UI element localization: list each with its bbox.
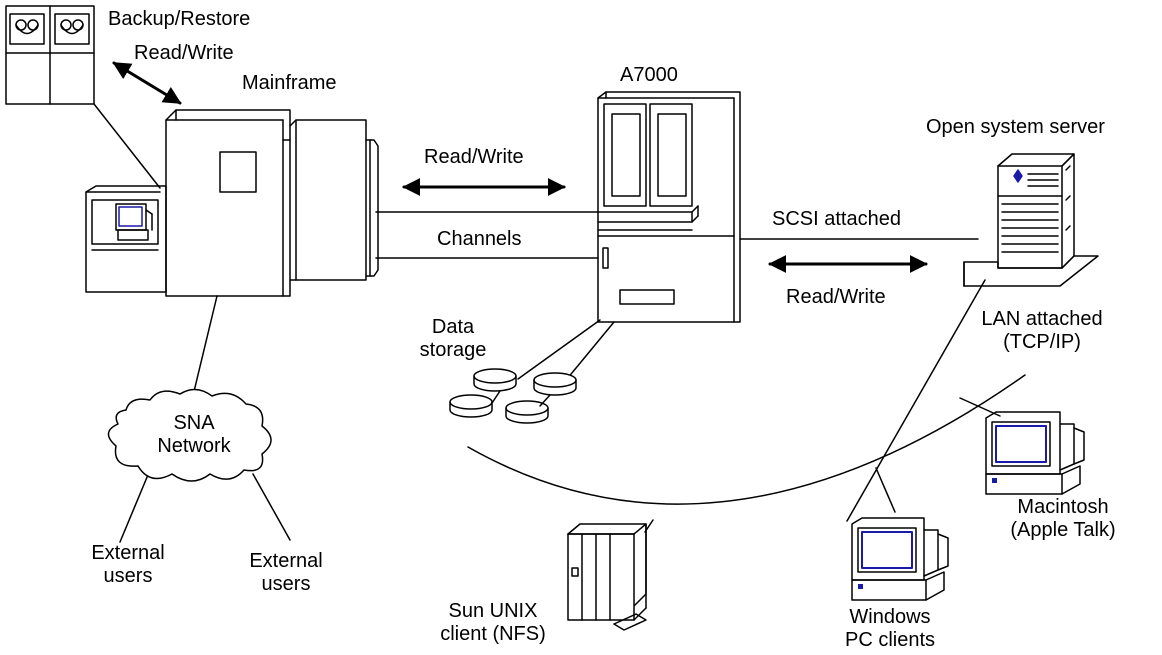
external-users-1-label: External users [80, 542, 176, 588]
a7000-storage-icon [597, 91, 741, 323]
sun-unix-line1: Sun UNIX [448, 600, 538, 622]
sna-external-users-2-link [252, 473, 291, 541]
backup-restore-label: Backup/Restore [108, 8, 251, 30]
macintosh-label: Macintosh (Apple Talk) [988, 496, 1138, 542]
open-system-server-label: Open system server [926, 116, 1105, 138]
lan-attached-line2: (TCP/IP) [1003, 331, 1081, 353]
sna-network-label: SNA Network [146, 412, 242, 458]
a7000-storage-link-2 [561, 321, 615, 386]
arrows [112, 61, 928, 273]
tape-library-icon [5, 5, 95, 105]
scsi-attached-label: SCSI attached [772, 208, 901, 230]
mainframe-icon [85, 109, 379, 297]
windows-line2: PC clients [844, 629, 936, 651]
external-users-2-line1: External [249, 550, 323, 572]
a7000-storage-link-1 [517, 319, 601, 380]
macintosh-line1: Macintosh [1017, 496, 1109, 518]
lan-windows-link [875, 467, 896, 513]
open-system-server-icon [963, 153, 1099, 287]
mainframe-label: Mainframe [242, 72, 337, 94]
lan-attached-line1: LAN attached [981, 308, 1103, 330]
data-storage-line1: Data [431, 316, 475, 338]
macintosh-line2: (Apple Talk) [1010, 519, 1116, 541]
windows-line1: Windows [849, 606, 931, 628]
sun-unix-label: Sun UNIX client (NFS) [428, 600, 558, 646]
windows-pc-label: Windows PC clients [830, 606, 950, 652]
channels-read-write-label: Read/Write [424, 146, 524, 168]
sun-unix-tower-icon [567, 523, 647, 631]
sna-external-users-1-link [119, 469, 151, 543]
windows-pc-icon [851, 517, 949, 601]
disk-icon [449, 368, 577, 424]
lan-attached-label: LAN attached (TCP/IP) [972, 308, 1112, 354]
tape-mainframe-link [93, 103, 161, 189]
external-users-1-line2: users [103, 565, 153, 587]
channels-label: Channels [437, 228, 522, 250]
scsi-read-write-label: Read/Write [786, 286, 886, 308]
sna-network-line1: SNA [173, 412, 215, 434]
lan-ring [467, 374, 1026, 505]
external-users-1-line1: External [91, 542, 165, 564]
external-users-2-label: External users [238, 550, 334, 596]
backup-read-write-arrow [112, 61, 182, 105]
a7000-label: A7000 [620, 64, 678, 86]
server-lan-link [846, 279, 986, 522]
data-storage-line2: storage [419, 339, 487, 361]
backup-read-write-label: Read/Write [134, 42, 234, 64]
sun-unix-line2: client (NFS) [440, 623, 546, 645]
sna-network-line2: Network [157, 435, 231, 457]
macintosh-icon [985, 411, 1085, 495]
sna-cloud-icon [107, 388, 272, 482]
data-storage-label: Data storage [418, 316, 488, 362]
external-users-2-line2: users [261, 573, 311, 595]
